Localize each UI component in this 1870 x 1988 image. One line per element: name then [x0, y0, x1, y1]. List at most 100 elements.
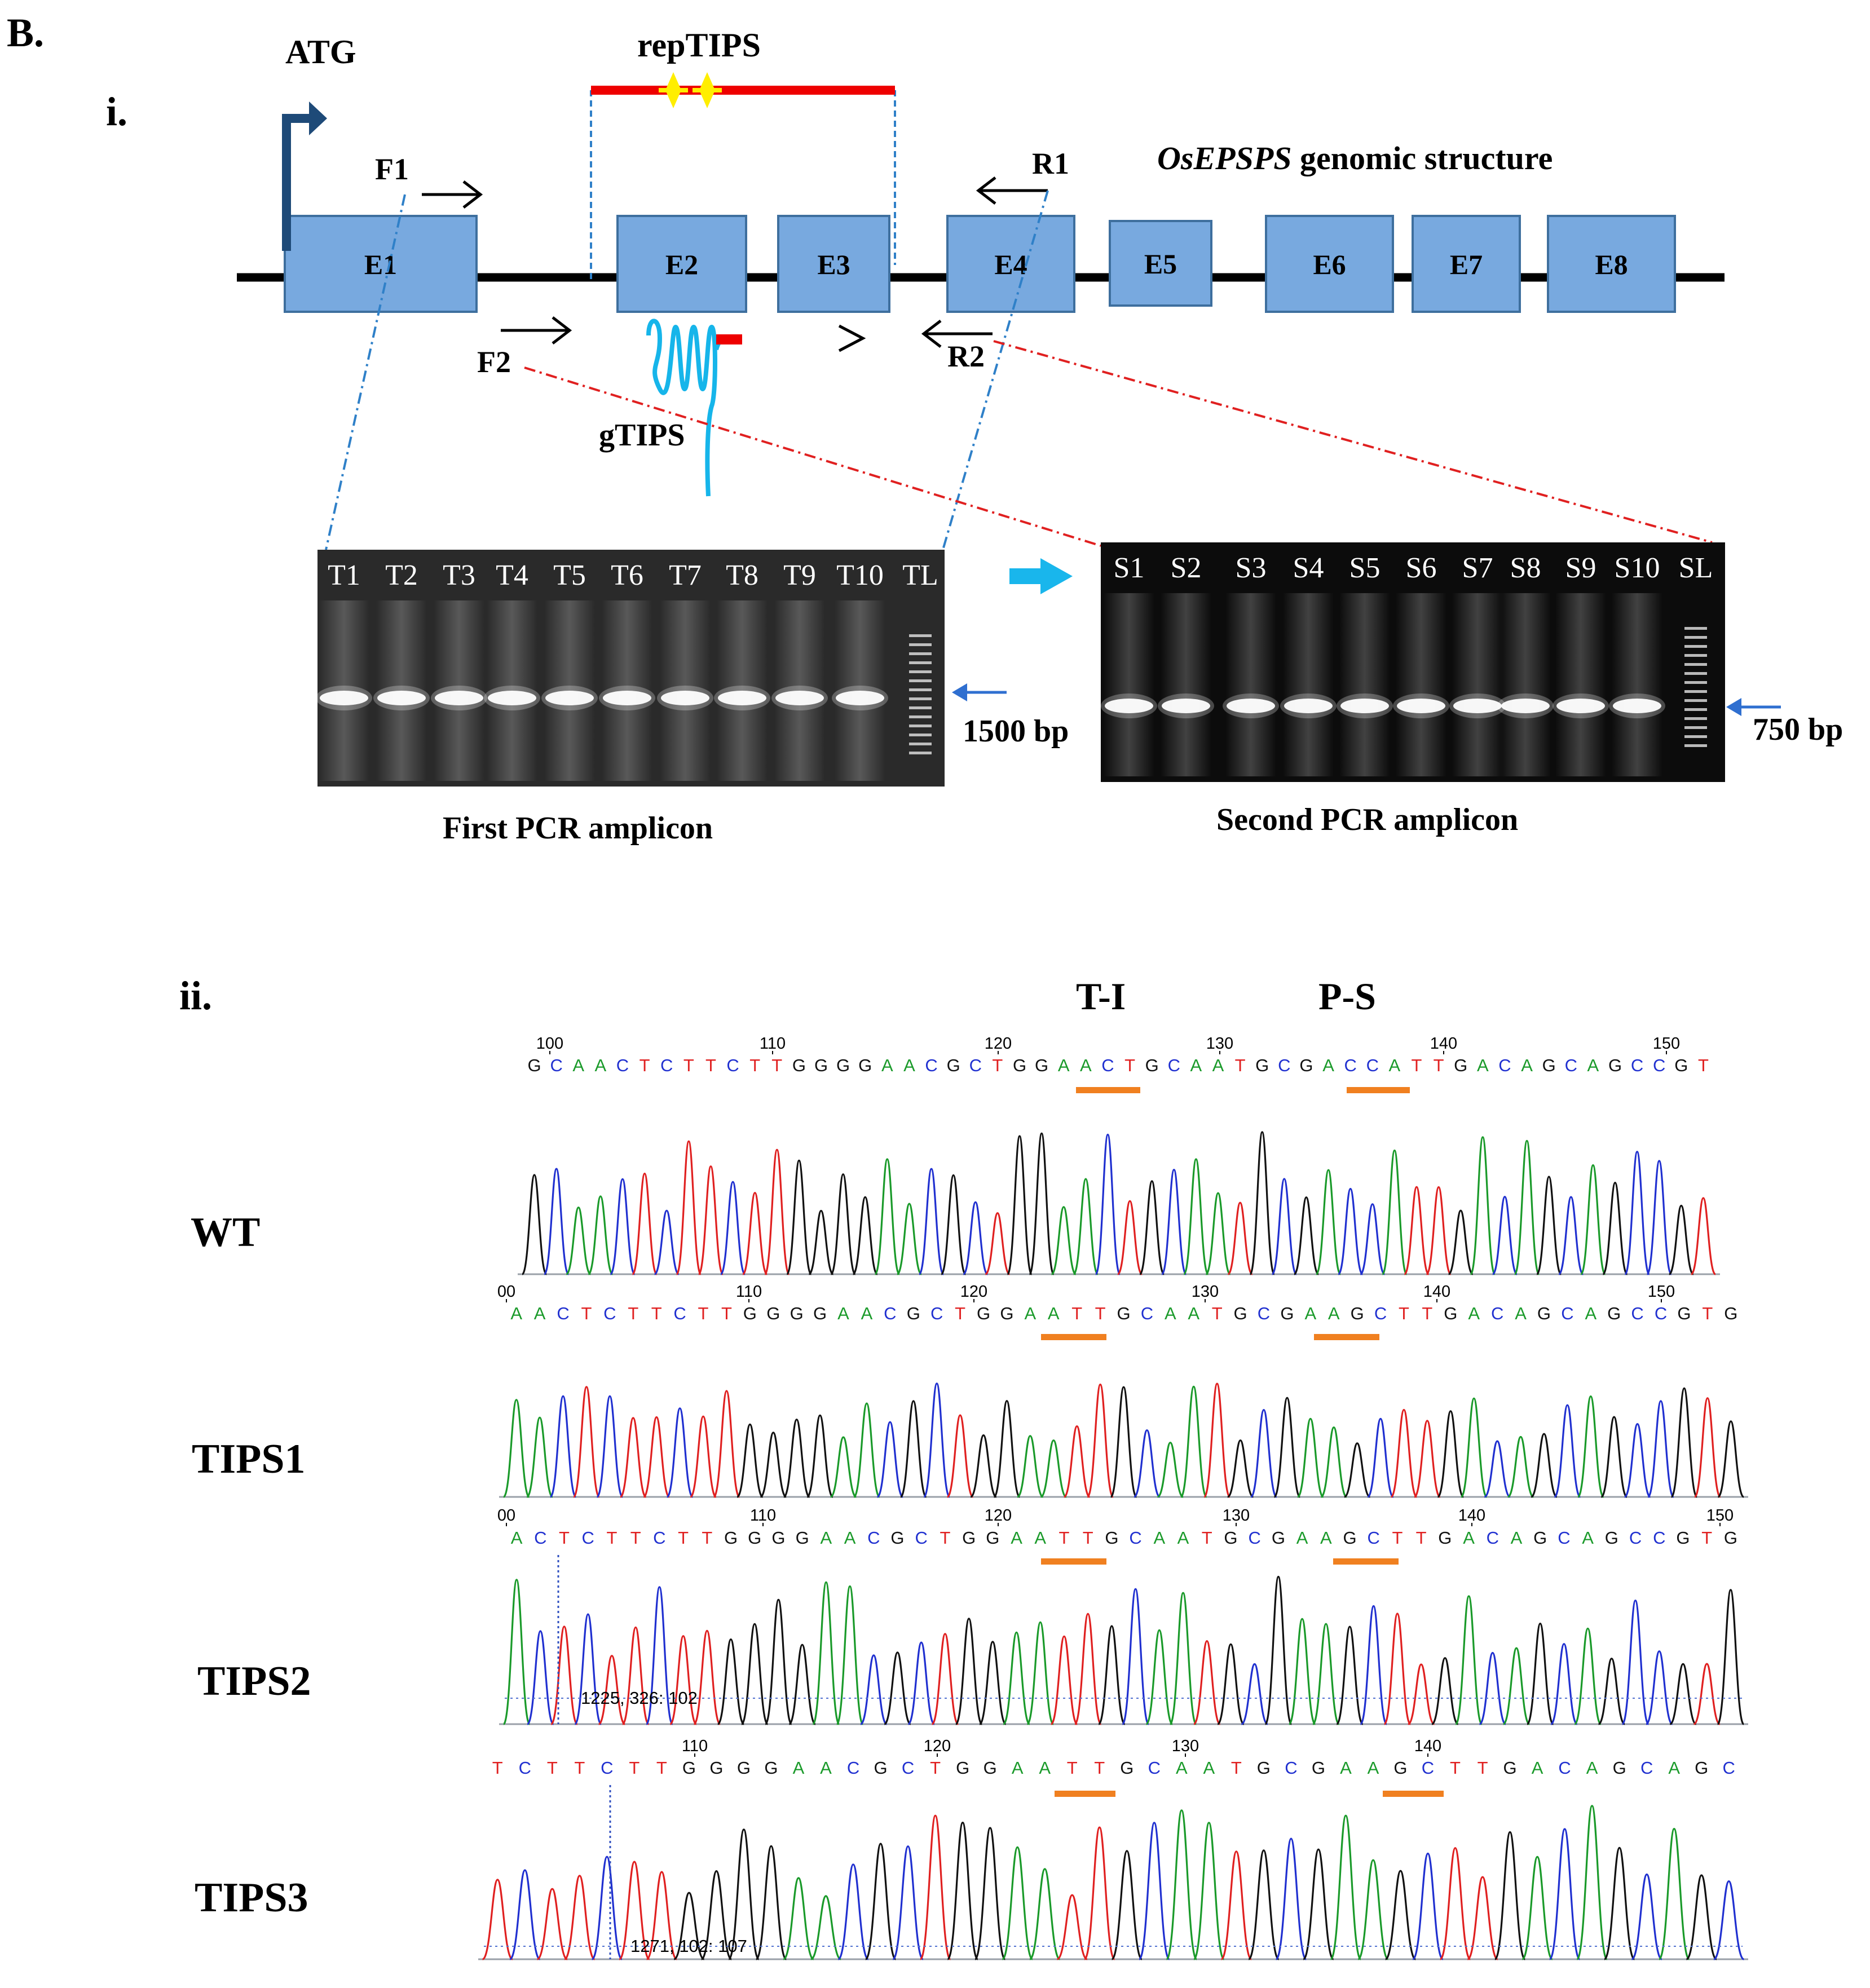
trace-peak — [549, 1395, 577, 1498]
trace-peak — [1624, 1151, 1651, 1275]
trace-peak — [689, 1415, 717, 1498]
gel-lane-label: S1 — [1114, 552, 1145, 584]
trace-peak — [1448, 1209, 1474, 1275]
gel-lane-smear — [1225, 593, 1276, 776]
gel-lane-label: T6 — [611, 559, 643, 591]
base-call: A — [1585, 1304, 1596, 1323]
trace-peak — [526, 1630, 555, 1725]
ladder-band — [1684, 726, 1707, 729]
trace-peak — [1550, 1643, 1578, 1725]
base-call: T — [992, 1055, 1003, 1075]
base-call: G — [1537, 1304, 1551, 1323]
mutation-label-t-i: T-I — [1076, 975, 1126, 1018]
base-call: C — [1368, 1528, 1380, 1548]
base-call: A — [1058, 1055, 1070, 1075]
position-label: 110 — [682, 1737, 708, 1755]
base-call: A — [1511, 1528, 1523, 1548]
base-call: G — [1272, 1528, 1285, 1548]
ladder-band — [909, 743, 932, 745]
position-label: 130 — [1223, 1507, 1250, 1525]
base-call: G — [836, 1055, 850, 1075]
base-call: C — [930, 1304, 943, 1323]
trace-peak — [642, 1416, 671, 1498]
exon-6 — [1265, 215, 1394, 313]
base-call: G — [1605, 1528, 1618, 1548]
ladder-band — [1684, 735, 1707, 738]
base-call: G — [947, 1055, 960, 1075]
position-label: 100 — [536, 1035, 563, 1053]
gel-band-glow — [1223, 693, 1279, 718]
trace-peak — [1288, 1618, 1316, 1725]
rep-template — [590, 86, 896, 282]
base-call: G — [1117, 1304, 1130, 1323]
trace-peak — [564, 1875, 596, 1960]
base-call: G — [792, 1055, 806, 1075]
position-label: 130 — [1206, 1035, 1233, 1053]
base-call: T — [1416, 1528, 1427, 1548]
position-label: 130 — [1192, 1283, 1219, 1301]
position-label: 150 — [1653, 1035, 1680, 1053]
base-call: C — [1366, 1055, 1379, 1075]
trace-peak — [1180, 1385, 1208, 1498]
base-call: T — [940, 1528, 950, 1548]
base-call: T — [1478, 1758, 1488, 1778]
ladder-band — [1684, 636, 1707, 639]
base-call: A — [820, 1758, 832, 1778]
gel-lane-smear — [1555, 593, 1606, 776]
trace-peak — [596, 1395, 624, 1498]
base-call: A — [1165, 1304, 1176, 1323]
base-call: C — [1129, 1528, 1141, 1548]
base-call: G — [1105, 1528, 1118, 1548]
ladder-band — [909, 724, 932, 727]
trace-peak — [759, 1432, 787, 1498]
base-call: G — [1257, 1758, 1271, 1778]
trace-peak — [669, 1635, 698, 1725]
gel-lane-label: T1 — [328, 559, 360, 591]
trace-peak — [955, 1618, 983, 1725]
trace-peak — [896, 1203, 923, 1275]
base-call: G — [1299, 1055, 1313, 1075]
gel-band — [661, 691, 709, 705]
trace-peak — [673, 1892, 705, 1960]
second-gel-size-label: 750 bp — [1753, 712, 1843, 747]
trace-peak — [1631, 1873, 1662, 1960]
trace-peak — [810, 1895, 842, 1960]
trace-peak — [565, 1206, 592, 1275]
gel-band — [1284, 699, 1333, 713]
trace-peak — [883, 1651, 912, 1725]
trace-peak — [621, 1626, 650, 1725]
base-call: C — [1653, 1528, 1665, 1548]
base-call: T — [1701, 1528, 1712, 1548]
base-call: C — [847, 1758, 859, 1778]
trace-peak — [755, 1845, 787, 1960]
sample-name: TIPS1 — [192, 1436, 306, 1482]
gel-band — [836, 691, 884, 705]
gel-lane-smear — [1283, 593, 1334, 776]
ladder-band — [1684, 708, 1707, 711]
ladder-band — [909, 634, 932, 637]
trace-peak — [619, 1417, 647, 1498]
base-call: A — [903, 1055, 915, 1075]
base-call: T — [1392, 1528, 1402, 1548]
mutation-highlight — [1076, 1087, 1140, 1093]
base-call: C — [1148, 1758, 1161, 1778]
base-call: C — [660, 1055, 673, 1075]
base-call: A — [1515, 1304, 1527, 1323]
base-call: G — [1145, 1055, 1159, 1075]
trace-peak — [923, 1382, 951, 1498]
trace-peak — [1426, 1186, 1452, 1275]
base-call: T — [656, 1758, 667, 1778]
trace-peak — [1521, 1856, 1554, 1960]
primer-f2-arrow — [501, 316, 572, 344]
base-call: G — [1000, 1304, 1013, 1323]
base-call: A — [1463, 1528, 1475, 1548]
base-call: C — [550, 1055, 562, 1075]
ladder-band — [909, 643, 932, 646]
start-codon-arrow — [282, 101, 327, 251]
trace-peak — [1492, 1195, 1518, 1275]
sample-name: TIPS2 — [197, 1658, 311, 1704]
ladder-band — [909, 706, 932, 709]
